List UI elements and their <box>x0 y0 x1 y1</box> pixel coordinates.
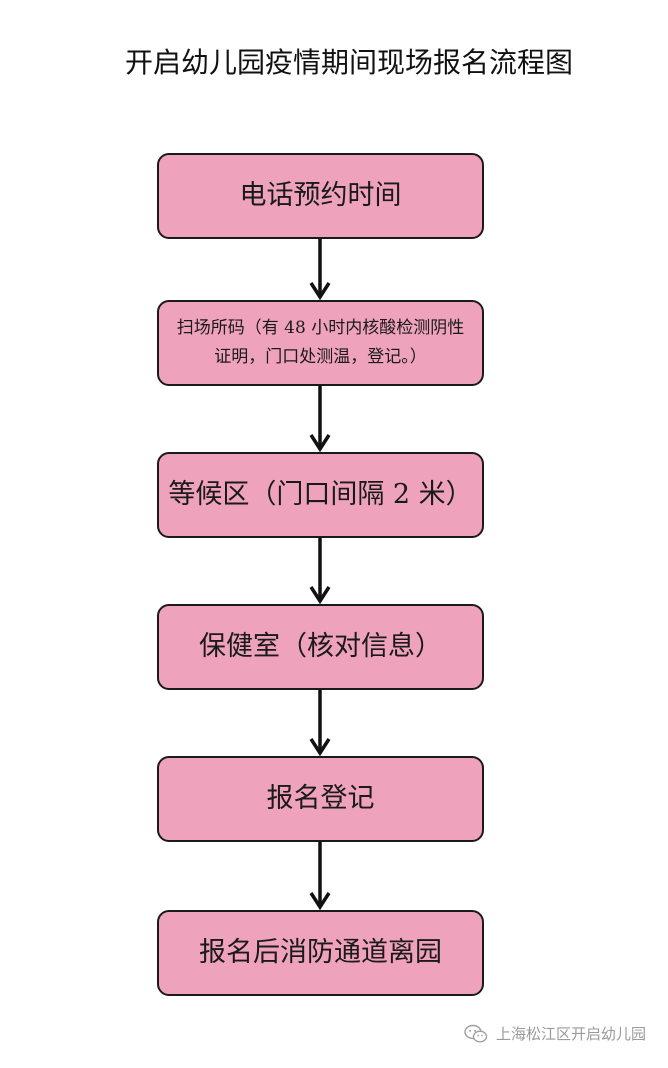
step-label-5: 报名登记 <box>266 783 375 814</box>
step-box-1: 电话预约时间 <box>157 153 484 239</box>
step-box-2: 扫场所码（有 48 小时内核酸检测阴性证明，门口处测温，登记。） <box>157 300 484 386</box>
arrow-5 <box>309 842 331 911</box>
arrow-3 <box>309 538 331 605</box>
footer-watermark: 上海松江区开启幼儿园 <box>464 1023 646 1044</box>
step-label-1: 电话预约时间 <box>239 180 402 211</box>
step-box-6: 报名后消防通道离园 <box>157 910 484 996</box>
arrow-2 <box>309 386 331 453</box>
diagram-title: 开启幼儿园疫情期间现场报名流程图 <box>124 46 573 79</box>
footer-account-name: 上海松江区开启幼儿园 <box>495 1025 646 1043</box>
wechat-icon <box>464 1024 488 1043</box>
arrow-1 <box>309 239 331 301</box>
step-label-2: 扫场所码（有 48 小时内核酸检测阴性证明，门口处测温，登记。） <box>176 318 465 367</box>
step-box-4: 保健室（核对信息） <box>157 604 484 690</box>
step-box-3: 等候区（门口间隔 2 米） <box>157 452 484 538</box>
step-label-4: 保健室（核对信息） <box>199 631 442 662</box>
step-label-6: 报名后消防通道离园 <box>199 937 442 968</box>
step-box-5: 报名登记 <box>157 756 484 842</box>
arrow-4 <box>309 690 331 757</box>
step-label-3: 等候区（门口间隔 2 米） <box>168 479 473 510</box>
